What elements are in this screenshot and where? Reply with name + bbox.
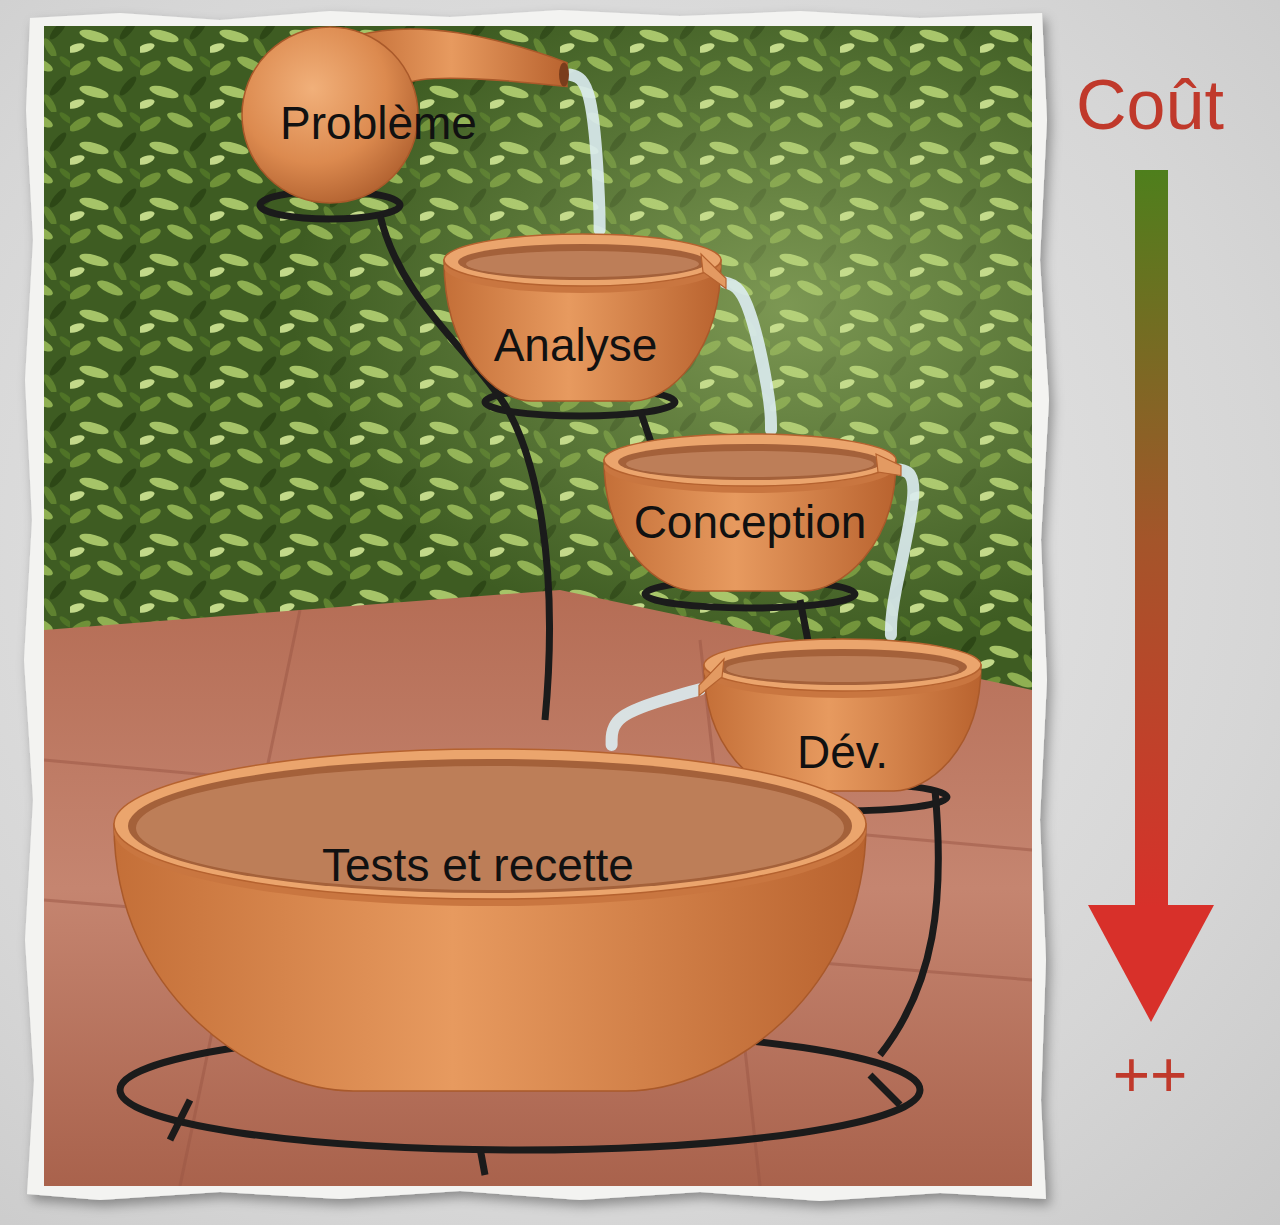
water-stream — [725, 283, 771, 431]
bowl-inside — [458, 244, 707, 280]
stage-label: Tests et recette — [322, 840, 634, 891]
stage-label: Dév. — [797, 727, 888, 778]
bowl-water — [136, 766, 844, 890]
pot-shape — [110, 745, 870, 1095]
water-stream — [612, 689, 700, 745]
bowl-inside — [128, 759, 852, 893]
wet-floor — [44, 590, 1032, 1186]
stage-pot: Conception — [600, 430, 900, 595]
water-stream — [891, 470, 913, 635]
floor-tiles — [44, 610, 1032, 1186]
axis-title: Coût — [1076, 67, 1224, 144]
bowl-spout — [699, 659, 724, 695]
bowl-rim — [604, 434, 896, 486]
stage-pot: Problème — [245, 20, 570, 215]
bowl-rim — [444, 234, 721, 286]
bowl-water — [626, 451, 874, 477]
stage-pot: Analyse — [440, 230, 725, 405]
pot-shape — [440, 230, 725, 405]
bowl-water — [726, 656, 959, 682]
torn-paper — [24, 10, 1049, 1201]
bowl-inside — [618, 444, 882, 480]
jug-mouth — [559, 63, 569, 87]
water-stream — [570, 75, 600, 230]
foliage — [44, 26, 1032, 1186]
bowl-rim — [704, 639, 981, 691]
stage-label: Conception — [634, 497, 867, 548]
bowl-rim — [114, 749, 866, 899]
bowl-spout — [701, 254, 726, 289]
stage-label: Problème — [280, 98, 477, 149]
stage-label: Analyse — [494, 320, 658, 371]
stage-pot: Tests et recette — [110, 745, 870, 1095]
bowl-water — [466, 251, 699, 277]
bowl-spout — [876, 454, 901, 476]
photo — [44, 26, 1032, 1186]
cost-arrow — [1088, 170, 1214, 1022]
axis-end-label: ++ — [1113, 1040, 1188, 1110]
bowl-inside — [718, 649, 967, 685]
